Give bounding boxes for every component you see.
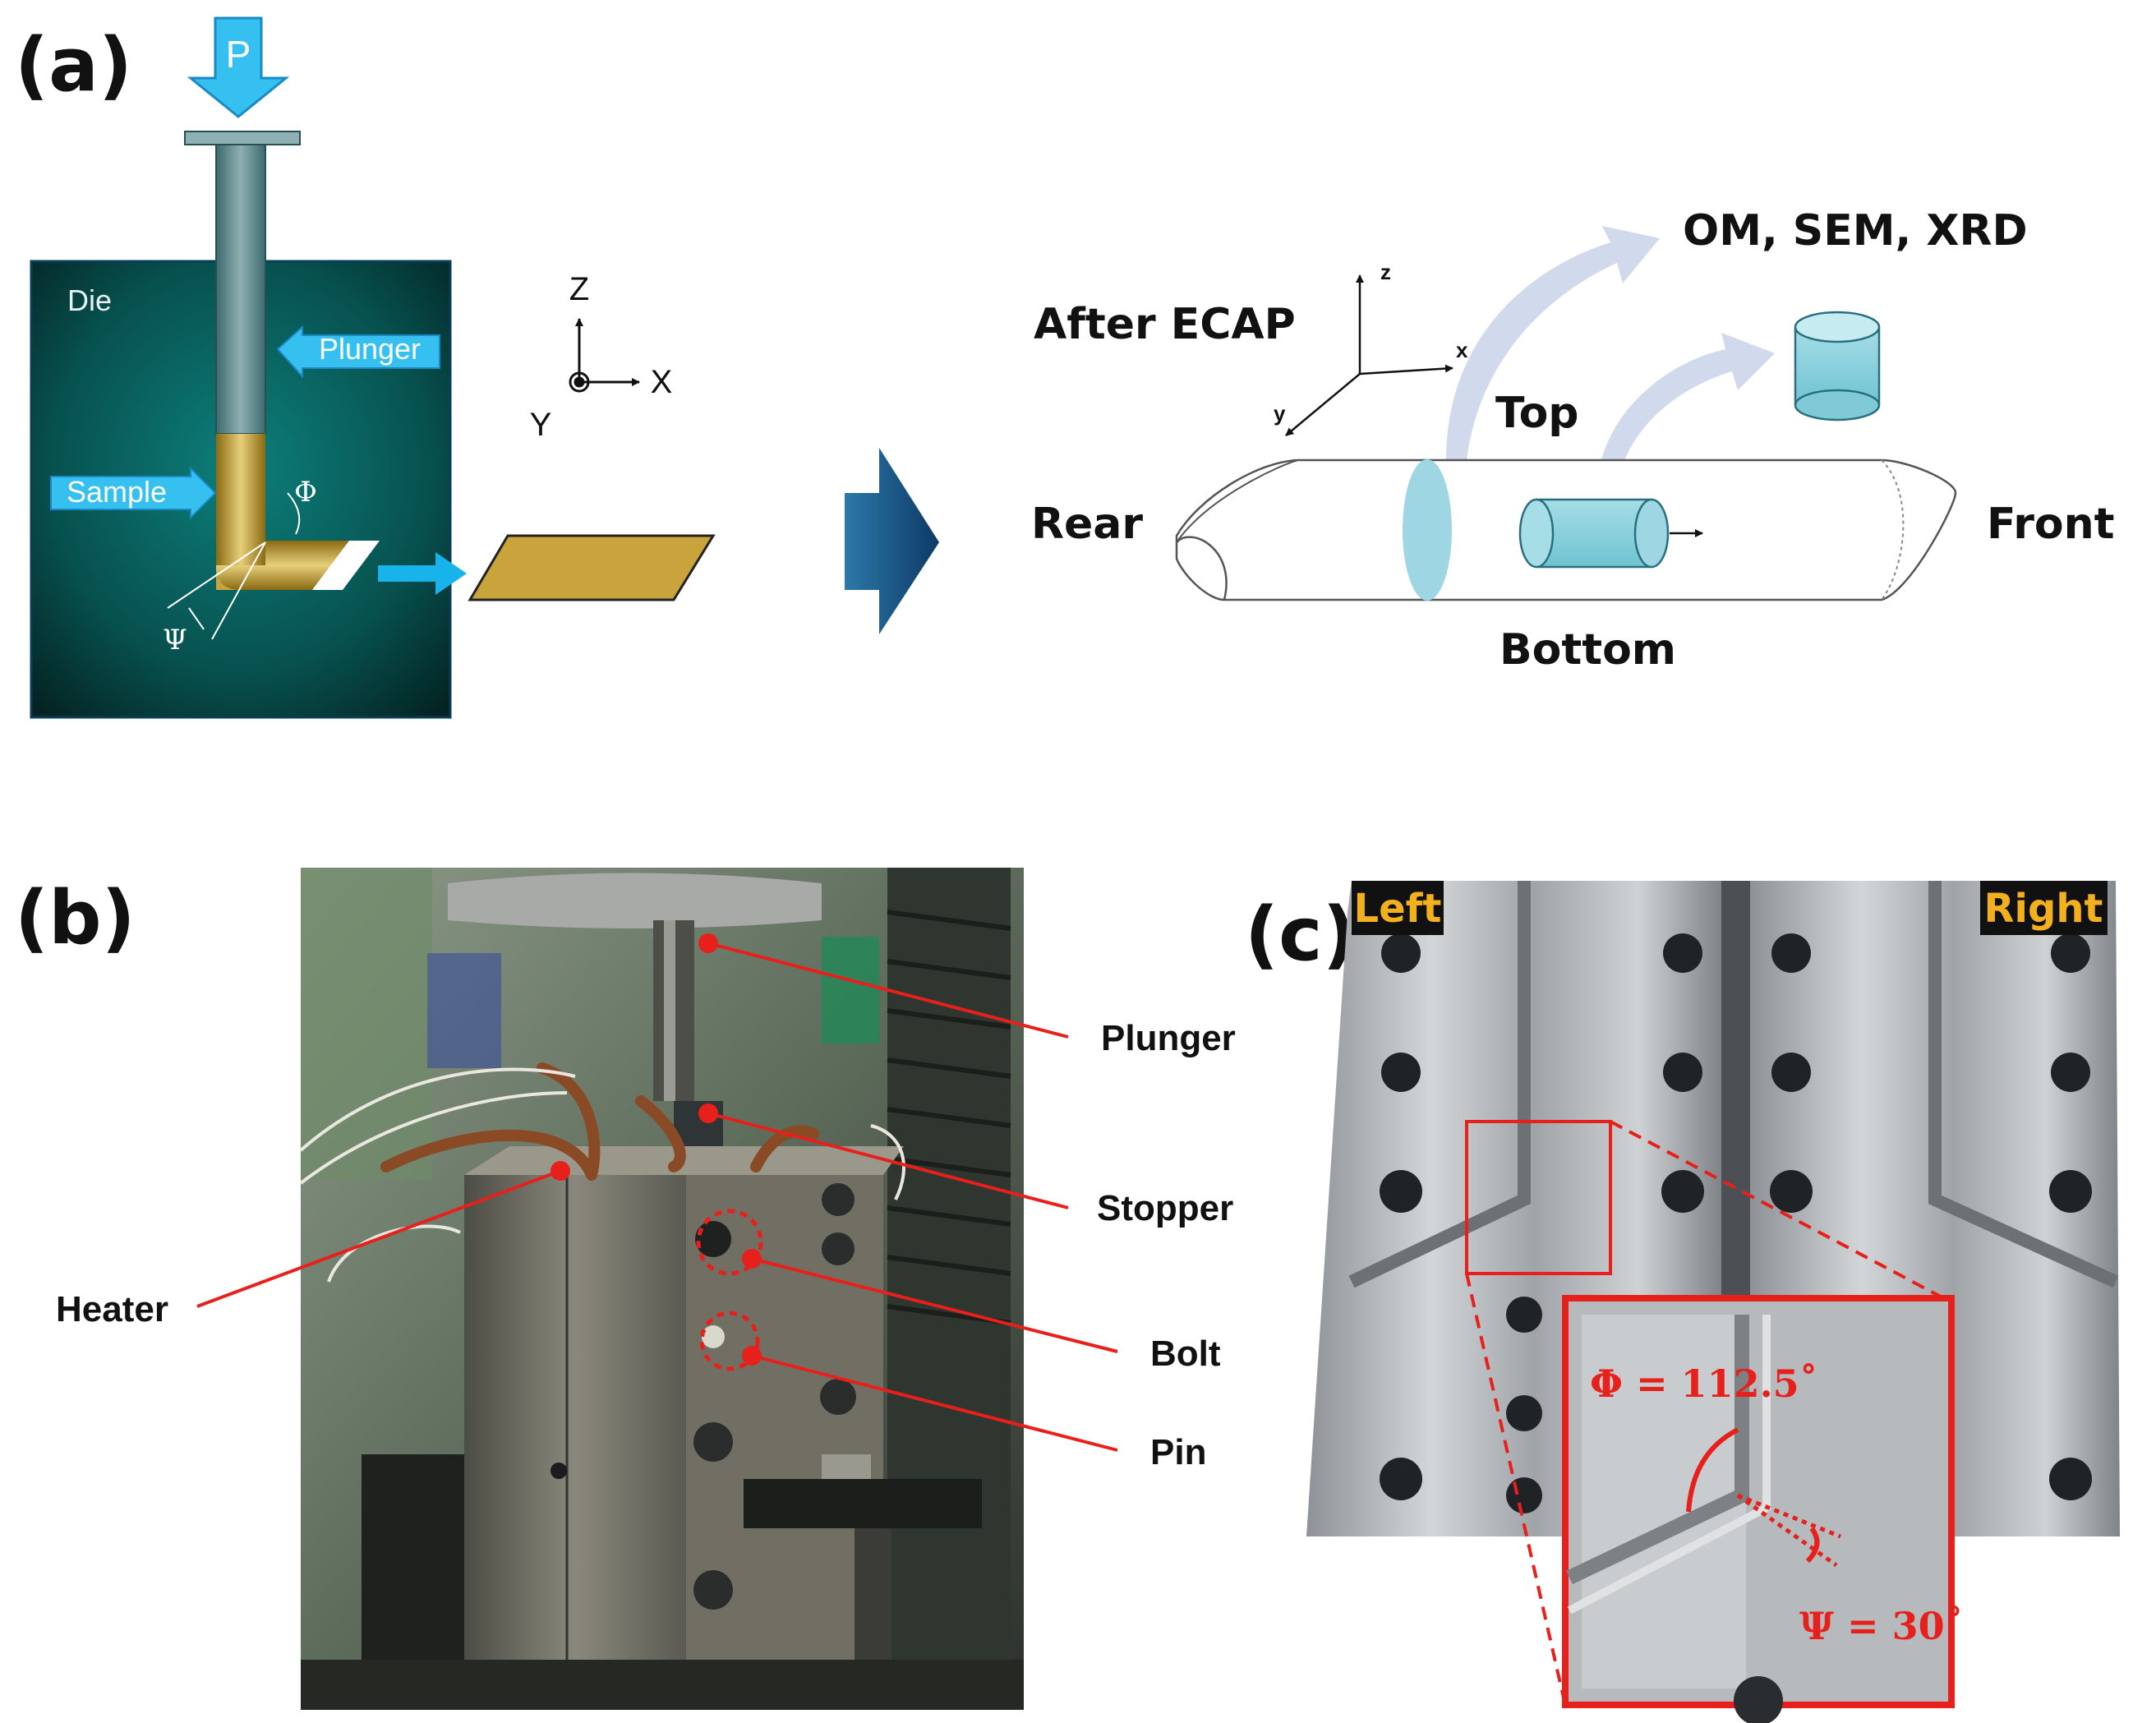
- sample-label: Sample: [67, 475, 167, 509]
- tag-left: Left: [1354, 886, 1442, 932]
- callout-plunger: Plunger: [1101, 1018, 1236, 1058]
- panel-b-callout-lines: [196, 942, 1118, 1452]
- processed-sample: [1175, 458, 1957, 601]
- die-label: Die: [67, 283, 112, 317]
- flow-arrow: [378, 552, 467, 595]
- sample-in-die: [216, 434, 353, 590]
- coordinate-axes: [569, 318, 640, 393]
- analysis-arrow-1: [1446, 226, 1660, 460]
- zoom-region-box: [1465, 1120, 1612, 1275]
- analysis-arrow-2: [1598, 333, 1775, 477]
- plunger: [184, 131, 301, 435]
- axis-z-label: Z: [569, 271, 589, 307]
- ejected-sample: [468, 534, 716, 601]
- after-axes: [1285, 274, 1453, 436]
- psi-symbol: Ψ: [163, 624, 187, 656]
- ecap-setup-photo: [299, 868, 1024, 1710]
- zoom-lines: [1465, 1120, 1952, 1706]
- phi-symbol: Φ: [294, 476, 317, 509]
- zoom-inset: [1562, 1295, 1955, 1723]
- axis-y-label: Y: [530, 407, 552, 443]
- sample-label-arrow: Sample: [50, 466, 217, 520]
- side-front-label: Front: [1987, 500, 2114, 549]
- after-ecap-title: After ECAP: [1034, 300, 1296, 349]
- analysis-label: OM, SEM, XRD: [1683, 206, 2028, 256]
- tag-right: Right: [1984, 886, 2103, 932]
- callout-heater: Heater: [56, 1289, 168, 1329]
- tag-right-bg: [1980, 881, 2108, 935]
- channel-exit-gap: [312, 541, 380, 590]
- panel-c-label: (c): [1245, 891, 1357, 978]
- force-label: P: [226, 33, 251, 76]
- callout-pin: Pin: [1150, 1432, 1206, 1472]
- side-top-label: Top: [1495, 389, 1579, 438]
- panel-b-callout-dots: [551, 933, 762, 1366]
- transition-arrow: [845, 448, 939, 634]
- panel-a-label: (a): [15, 22, 132, 108]
- force-arrow: P: [187, 16, 290, 118]
- die-angle-lines: [167, 492, 301, 640]
- side-bottom-label: Bottom: [1500, 625, 1676, 675]
- phi-angle-text: Φ = 112.5˚: [1590, 1361, 1818, 1406]
- plunger-label: Plunger: [319, 332, 421, 366]
- psi-angle-text: Ψ = 30˚: [1799, 1604, 1964, 1648]
- panel-b-label: (b): [15, 875, 136, 961]
- side-rear-label: Rear: [1031, 500, 1143, 549]
- after-axis-z: z: [1380, 260, 1391, 284]
- bolt-pin-highlights: [696, 1209, 763, 1371]
- axis-x-label: X: [651, 364, 673, 400]
- tag-left-bg: [1352, 881, 1444, 935]
- callout-stopper: Stopper: [1097, 1188, 1233, 1228]
- callout-bolt: Bolt: [1150, 1334, 1221, 1374]
- after-axis-y: y: [1274, 401, 1286, 426]
- cylinder-specimen: [1794, 311, 1881, 422]
- plunger-label-arrow: Plunger: [276, 325, 440, 379]
- after-axis-x: x: [1456, 338, 1468, 362]
